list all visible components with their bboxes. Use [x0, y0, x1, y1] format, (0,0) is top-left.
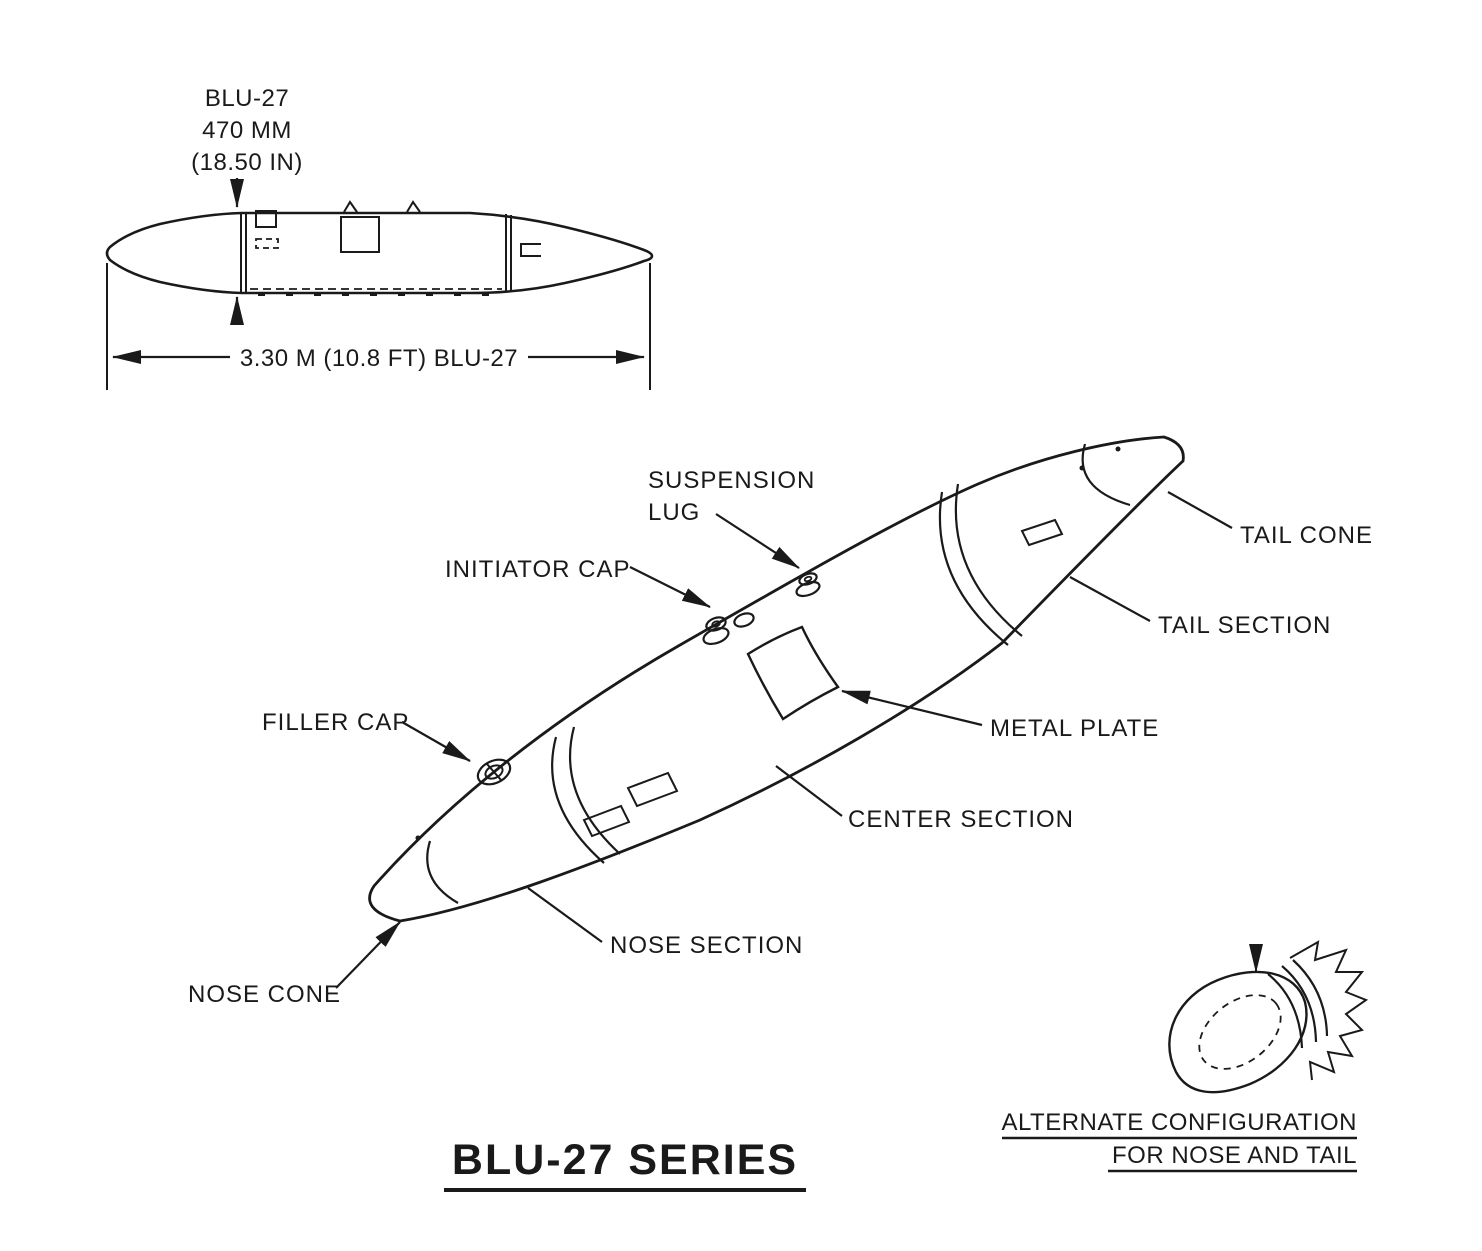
side-view-bomb-outline — [105, 211, 654, 295]
suspension-lug-leader — [715, 513, 800, 569]
suspension-lug-rear-base — [795, 580, 821, 598]
title-block: BLU-27 SERIES — [444, 1136, 806, 1192]
perspective-view-drawing — [368, 435, 1185, 923]
alternate-collar-ring-2 — [1281, 965, 1318, 1043]
suspension-lug-label-line1: SUSPENSION — [648, 467, 815, 494]
alternate-note-line1: ALTERNATE CONFIGURATION — [1001, 1109, 1357, 1136]
height-dimension-line2: 470 MM — [202, 117, 292, 144]
page-title: BLU-27 SERIES — [452, 1136, 798, 1184]
suspension-lug-front-hole — [711, 620, 721, 628]
filler-cap-leader — [401, 721, 471, 762]
metal-plate-leader — [841, 689, 983, 727]
alternate-configuration-drawing: ALTERNATE CONFIGURATION FOR NOSE AND TAI… — [1001, 940, 1369, 1173]
initiator-cap-leader — [629, 566, 711, 608]
tail-cone-label: TAIL CONE — [1240, 522, 1373, 549]
initiator-cap-label: INITIATOR CAP — [445, 556, 630, 583]
length-dimension-label: 3.30 M (10.8 FT) BLU-27 — [240, 345, 518, 372]
suspension-lug-rear-top — [798, 572, 818, 586]
tail-section-label: TAIL SECTION — [1158, 612, 1331, 639]
center-section-label: CENTER SECTION — [848, 806, 1074, 833]
side-view-hidden-detail — [255, 238, 279, 249]
nose-cone-label: NOSE CONE — [188, 981, 341, 1008]
filler-cap-inner — [484, 764, 504, 780]
filler-cap-cross-mark — [486, 763, 502, 781]
side-view-suspension-lug-rear — [406, 200, 421, 213]
tail-rivet-dot-1 — [1079, 465, 1085, 471]
nose-vent-slot-lower — [582, 804, 631, 838]
suspension-lug-label-line2: LUG — [648, 499, 700, 526]
tail-vent-slot — [1020, 518, 1064, 547]
side-view-drawing: BLU-27 470 MM (18.50 IN) 3.30 M (10.8 FT… — [105, 85, 654, 390]
nose-vent-slot-upper — [626, 771, 679, 808]
alternate-note-line2: FOR NOSE AND TAIL — [1112, 1142, 1357, 1169]
nose-section-leader — [527, 887, 603, 943]
nose-cone-leader — [335, 921, 401, 989]
side-view-suspension-lug-front — [343, 200, 358, 213]
nose-section-label: NOSE SECTION — [610, 932, 803, 959]
side-view-forward-fitting — [255, 210, 277, 228]
tail-cone-joint-arc — [1081, 443, 1131, 507]
nose-rivet-dot — [415, 835, 421, 841]
alternate-nose-outline — [1168, 970, 1308, 1094]
suspension-lug-front-top — [705, 616, 727, 632]
nose-section-joint-arc-1 — [551, 736, 605, 864]
suspension-lug-front-base — [702, 626, 730, 646]
filler-cap-outer-ring — [476, 758, 512, 786]
alternate-nose-hidden-contour — [1198, 994, 1282, 1070]
alternate-collar-ring-3 — [1292, 959, 1329, 1037]
initiator-cap-fitting — [733, 612, 755, 628]
callout-labels: SUSPENSION LUG INITIATOR CAP FILLER CAP … — [188, 467, 1373, 1008]
alternate-torn-edge — [1289, 940, 1369, 1081]
filler-cap-label: FILLER CAP — [262, 709, 409, 736]
bomb-body-outline — [368, 435, 1185, 923]
height-dimension-line3: (18.50 IN) — [191, 149, 303, 176]
side-view-access-plate — [340, 216, 380, 253]
center-tail-joint-arc-1 — [938, 491, 1009, 646]
tail-rivet-dot-2 — [1115, 446, 1121, 452]
tail-section-leader — [1069, 576, 1151, 622]
metal-plate-label: METAL PLATE — [990, 715, 1159, 742]
center-section-leader — [775, 765, 843, 817]
suspension-lug-rear-hole — [803, 575, 813, 583]
tail-cone-leader — [1167, 491, 1233, 529]
center-tail-joint-arc-2 — [954, 483, 1023, 637]
nose-section-joint-arc-2 — [568, 726, 621, 855]
height-dimension-line1: BLU-27 — [205, 85, 289, 112]
side-view-bottom-bolts — [258, 292, 489, 296]
metal-plate-shape — [746, 625, 840, 721]
nose-cone-joint-arc — [426, 840, 459, 904]
alternate-collar-ring-1 — [1267, 973, 1304, 1049]
callout-leaders — [335, 491, 1233, 989]
side-view-tail-clip — [520, 243, 541, 257]
